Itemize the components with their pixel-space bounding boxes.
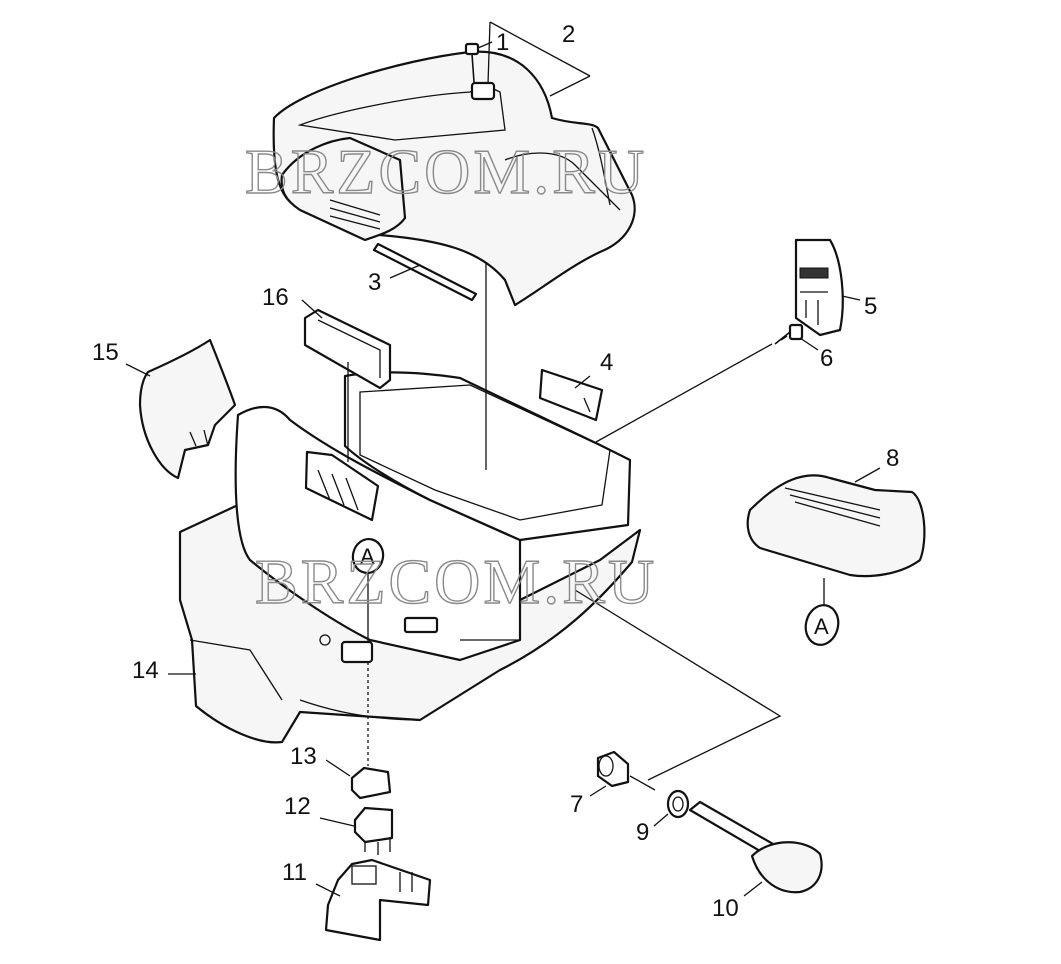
callout-numbers: 1 2 3 4 5 6 7 8 9 10 11 12 13 14 15 16 xyxy=(92,21,899,922)
part-5-bracket xyxy=(794,238,844,337)
part-12-switch xyxy=(353,806,394,855)
marker-a-label-1: A xyxy=(360,544,375,569)
callout-1: 1 xyxy=(496,29,509,56)
callout-10: 10 xyxy=(712,895,739,922)
part-4-label xyxy=(538,368,604,422)
callout-4: 4 xyxy=(600,349,613,376)
callout-3: 3 xyxy=(368,269,381,296)
part-11-switch-holder xyxy=(324,858,432,942)
part-9-washer xyxy=(666,789,690,819)
part-6-screw xyxy=(774,323,804,345)
leader-lines xyxy=(125,21,881,897)
callout-14: 14 xyxy=(132,657,159,684)
callout-9: 9 xyxy=(636,819,649,846)
watermark-middle: BRZCOM.RU xyxy=(255,546,657,617)
callout-11: 11 xyxy=(282,859,307,886)
reference-marker-a-cover: A xyxy=(804,604,840,646)
callout-15: 15 xyxy=(92,339,119,366)
part-13-button-cap xyxy=(350,766,392,800)
part-14-main-housing xyxy=(178,371,642,744)
part-1-cap-screw xyxy=(464,42,480,83)
callout-5: 5 xyxy=(864,293,877,320)
part-16-clip xyxy=(303,308,392,390)
part-2-top-cover xyxy=(272,50,636,307)
reference-marker-a-housing: A xyxy=(351,537,385,575)
callout-16: 16 xyxy=(262,284,289,311)
callout-12: 12 xyxy=(284,793,311,820)
part-8-cover xyxy=(746,474,926,578)
callout-8: 8 xyxy=(886,445,899,472)
part-10-key xyxy=(688,800,823,894)
callout-2: 2 xyxy=(562,21,575,48)
callout-13: 13 xyxy=(290,743,317,770)
callout-7: 7 xyxy=(570,791,583,818)
part-15-side-panel xyxy=(138,338,237,480)
part-7-grommet xyxy=(596,750,630,788)
part-3-rod xyxy=(372,242,478,302)
callout-6: 6 xyxy=(820,345,833,372)
marker-a-label-2: A xyxy=(814,614,829,639)
watermark-top: BRZCOM.RU xyxy=(245,136,647,207)
